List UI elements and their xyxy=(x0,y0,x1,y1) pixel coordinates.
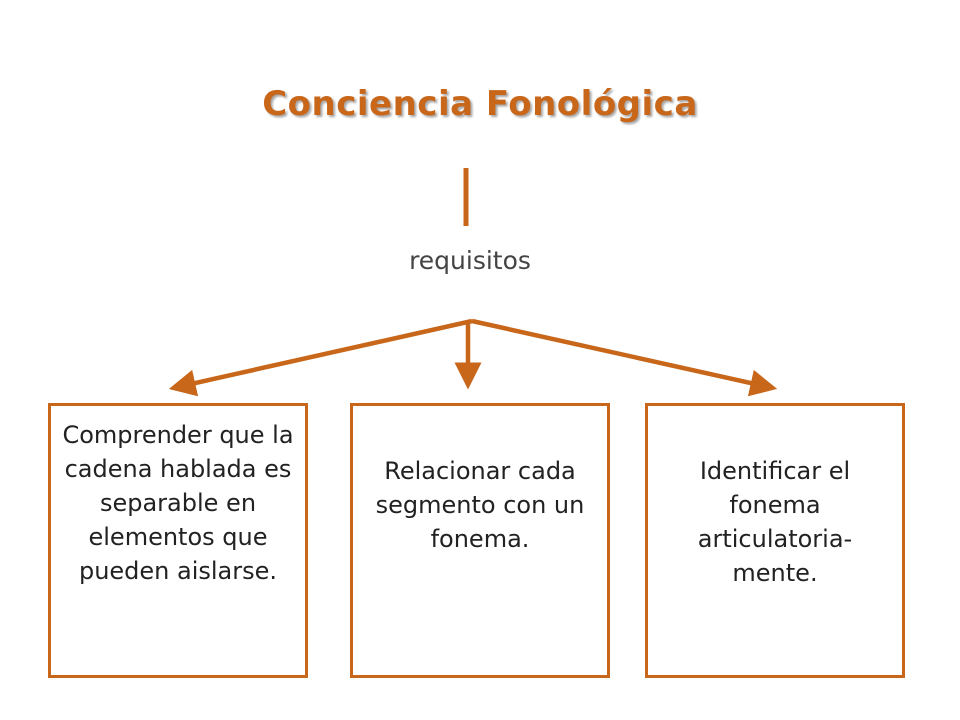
requirement-box-3: Identificar el fonema articulatoria-ment… xyxy=(645,403,905,678)
diagram-title: Conciencia Fonológica xyxy=(262,84,698,124)
arrow-to-node-3 xyxy=(471,318,778,397)
requirement-text-3: Identificar el fonema articulatoria-ment… xyxy=(697,457,853,587)
arrow-to-node-1 xyxy=(168,318,473,397)
requirement-box-2: Relacionar cada segmento con un fonema. xyxy=(350,403,610,678)
requirement-text-1: Comprender que la cadena hablada es sepa… xyxy=(62,421,294,585)
requirement-text-2: Relacionar cada segmento con un fonema. xyxy=(375,457,585,553)
requirement-box-1: Comprender que la cadena hablada es sepa… xyxy=(48,403,308,678)
relation-label: requisitos xyxy=(409,246,531,275)
